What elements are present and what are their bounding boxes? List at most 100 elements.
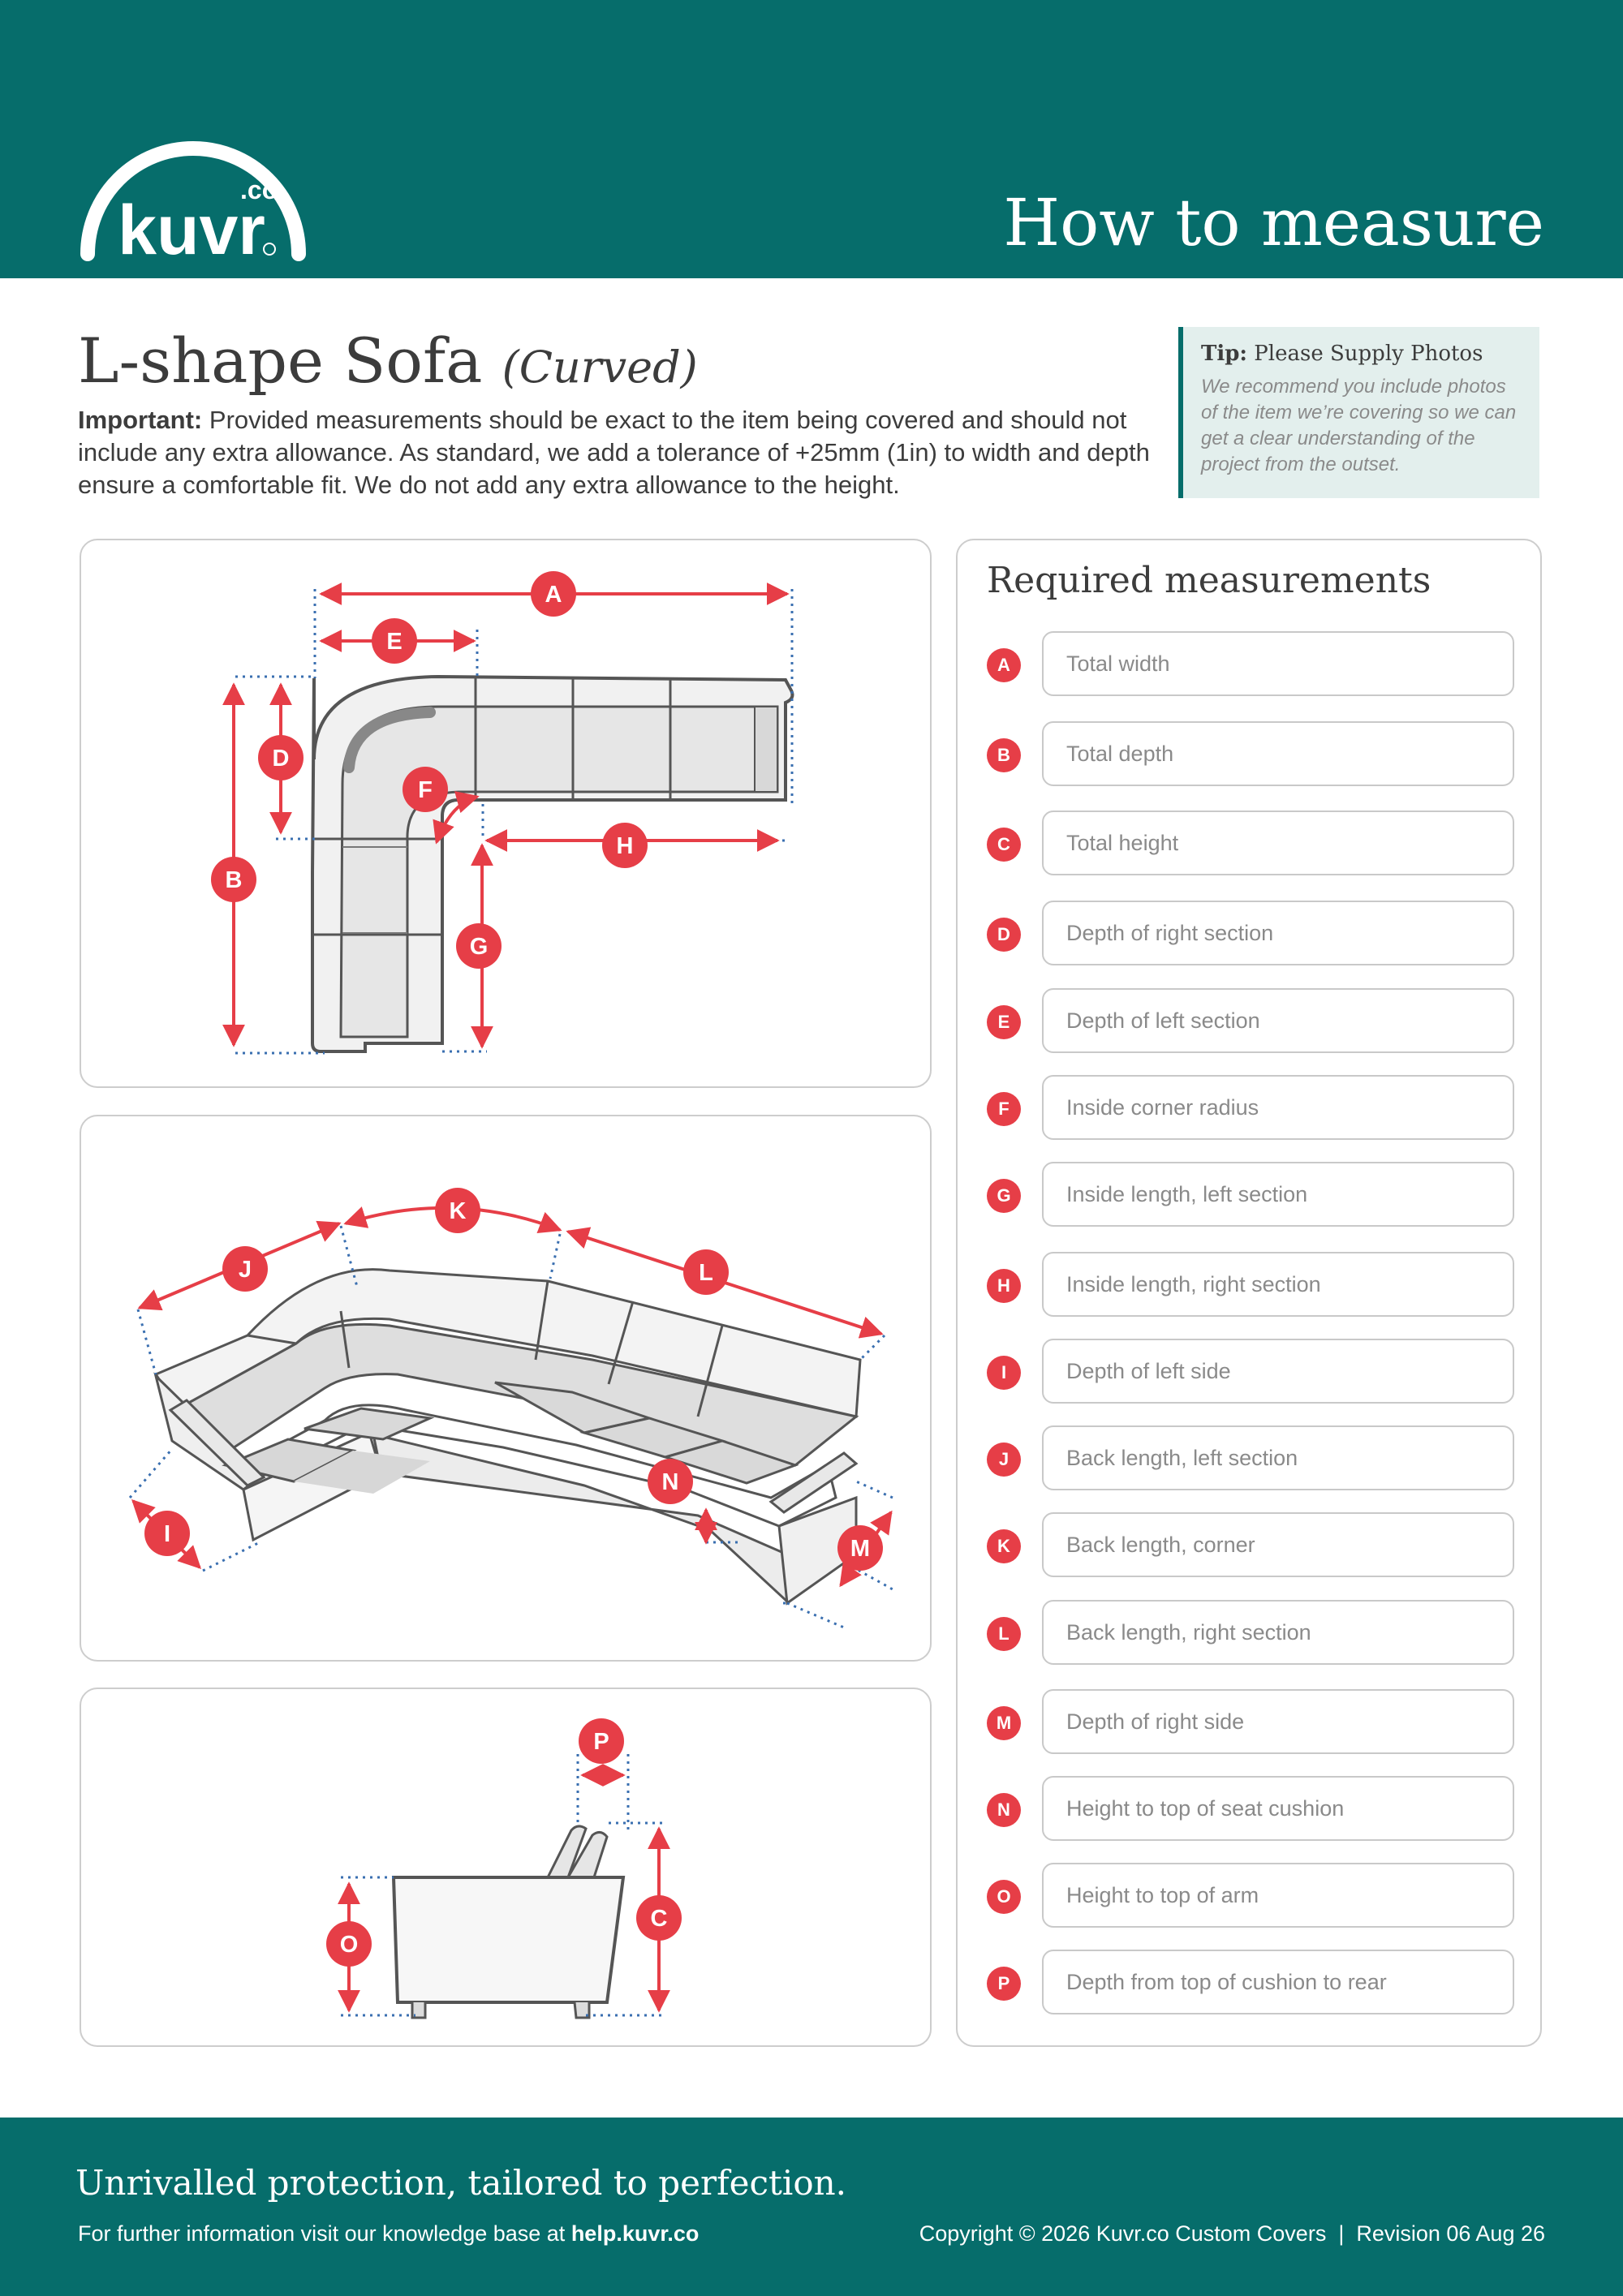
measurement-letter-badge: J	[987, 1443, 1021, 1477]
measurement-field-d[interactable]: Depth of right section	[1042, 901, 1514, 965]
measurement-field-h[interactable]: Inside length, right section	[1042, 1252, 1514, 1317]
svg-text:G: G	[470, 934, 489, 960]
measurement-letter-badge: P	[987, 1967, 1021, 2001]
footer-info-text: For further information visit our knowle…	[78, 2221, 566, 2246]
marker-a: A	[531, 571, 576, 617]
product-variant: (Curved)	[502, 342, 698, 393]
knowledge-base-link[interactable]: help.kuvr.co	[570, 2221, 700, 2246]
svg-text:H: H	[617, 833, 634, 859]
measurement-letter-badge: M	[987, 1706, 1021, 1740]
marker-l: L	[683, 1249, 729, 1295]
measurement-letter-badge: B	[987, 738, 1021, 772]
measurement-letter-badge: D	[987, 918, 1021, 952]
measurement-row-d: D Depth of right section	[958, 901, 1543, 967]
marker-g: G	[456, 923, 502, 969]
measurement-row-i: I Depth of left side	[958, 1339, 1543, 1405]
marker-j: J	[222, 1246, 268, 1292]
marker-c: C	[636, 1895, 682, 1941]
measurement-field-m[interactable]: Depth of right side	[1042, 1689, 1514, 1754]
measurement-letter-badge: H	[987, 1269, 1021, 1303]
svg-text:A: A	[545, 582, 562, 608]
measurement-field-l[interactable]: Back length, right section	[1042, 1600, 1514, 1665]
svg-text:K: K	[450, 1198, 467, 1224]
measurement-row-k: K Back length, corner	[958, 1512, 1543, 1579]
tip-title: Please Supply Photos	[1254, 342, 1483, 366]
svg-text:J: J	[239, 1257, 252, 1283]
marker-e: E	[372, 618, 417, 664]
top-view-diagram: A E D B F H G	[80, 539, 932, 1088]
marker-h: H	[602, 823, 648, 868]
measurements-title: Required measurements	[987, 560, 1431, 601]
measurement-field-p[interactable]: Depth from top of cushion to rear	[1042, 1950, 1514, 2014]
tip-body: We recommend you include photos of the i…	[1201, 376, 1517, 475]
marker-m: M	[837, 1525, 883, 1571]
header-title: How to measure	[1003, 185, 1544, 260]
sofa-top-view	[311, 674, 794, 1053]
measurement-letter-badge: G	[987, 1179, 1021, 1213]
marker-i: I	[144, 1511, 190, 1556]
document-title: L-shape Sofa (Curved)	[78, 325, 698, 397]
logo-suffix: .co	[240, 175, 278, 204]
sofa-side-view	[391, 1825, 626, 2019]
measurement-field-e[interactable]: Depth of left section	[1042, 988, 1514, 1053]
measurement-letter-badge: L	[987, 1617, 1021, 1651]
measurement-row-b: B Total depth	[958, 721, 1543, 788]
page-footer: Unrivalled protection, tailored to perfe…	[0, 2118, 1623, 2296]
marker-f: F	[403, 767, 448, 812]
measurement-row-j: J Back length, left section	[958, 1425, 1543, 1492]
measurement-field-f[interactable]: Inside corner radius	[1042, 1075, 1514, 1140]
measurement-row-o: O Height to top of arm	[958, 1863, 1543, 1929]
sofa-perspective-view	[153, 1268, 862, 1606]
measurement-field-k[interactable]: Back length, corner	[1042, 1512, 1514, 1577]
measurement-field-n[interactable]: Height to top of seat cushion	[1042, 1776, 1514, 1841]
measurement-row-l: L Back length, right section	[958, 1600, 1543, 1666]
side-view-diagram: P O C	[80, 1688, 932, 2047]
marker-k: K	[435, 1188, 480, 1233]
svg-text:D: D	[273, 746, 290, 772]
svg-text:C: C	[651, 1906, 668, 1932]
tip-label: Tip:	[1201, 342, 1248, 366]
marker-n: N	[648, 1459, 693, 1504]
page-header: kuvr .co How to measure	[0, 0, 1623, 278]
svg-text:E: E	[386, 629, 402, 655]
measurement-letter-badge: I	[987, 1356, 1021, 1390]
measurement-field-c[interactable]: Total height	[1042, 810, 1514, 875]
marker-p: P	[579, 1718, 624, 1764]
measurement-letter-badge: F	[987, 1092, 1021, 1126]
measurement-row-e: E Depth of left section	[958, 988, 1543, 1055]
measurement-letter-badge: E	[987, 1005, 1021, 1039]
tip-box: Tip: Please Supply Photos We recommend y…	[1178, 327, 1539, 498]
svg-text:L: L	[699, 1260, 713, 1286]
important-text: Provided measurements should be exact to…	[78, 406, 1150, 499]
important-label: Important:	[78, 406, 203, 434]
measurement-letter-badge: O	[987, 1880, 1021, 1914]
footer-info: For further information visit our knowle…	[78, 2221, 699, 2247]
measurement-row-h: H Inside length, right section	[958, 1252, 1543, 1318]
tip-heading: Tip: Please Supply Photos	[1201, 342, 1523, 366]
measurement-row-g: G Inside length, left section	[958, 1162, 1543, 1228]
perspective-diagram: J K L I N M	[80, 1115, 932, 1662]
svg-text:I: I	[164, 1521, 170, 1547]
footer-tagline: Unrivalled protection, tailored to perfe…	[75, 2163, 847, 2203]
measurement-field-i[interactable]: Depth of left side	[1042, 1339, 1514, 1404]
measurement-field-j[interactable]: Back length, left section	[1042, 1425, 1514, 1490]
measurement-field-b[interactable]: Total depth	[1042, 721, 1514, 786]
marker-d: D	[258, 735, 304, 780]
measurement-letter-badge: A	[987, 648, 1021, 682]
kuvr-logo: kuvr .co	[78, 134, 308, 269]
measurement-letter-badge: K	[987, 1529, 1021, 1563]
measurement-field-g[interactable]: Inside length, left section	[1042, 1162, 1514, 1227]
marker-o: O	[326, 1921, 372, 1967]
measurement-row-p: P Depth from top of cushion to rear	[958, 1950, 1543, 2016]
measurement-row-f: F Inside corner radius	[958, 1075, 1543, 1142]
measurement-field-o[interactable]: Height to top of arm	[1042, 1863, 1514, 1928]
svg-text:M: M	[850, 1536, 870, 1562]
measurement-row-a: A Total width	[958, 631, 1543, 698]
svg-text:F: F	[418, 777, 433, 803]
measurement-letter-badge: C	[987, 828, 1021, 862]
important-notice: Important: Provided measurements should …	[78, 404, 1157, 501]
measurement-row-c: C Total height	[958, 810, 1543, 877]
measurement-field-a[interactable]: Total width	[1042, 631, 1514, 696]
